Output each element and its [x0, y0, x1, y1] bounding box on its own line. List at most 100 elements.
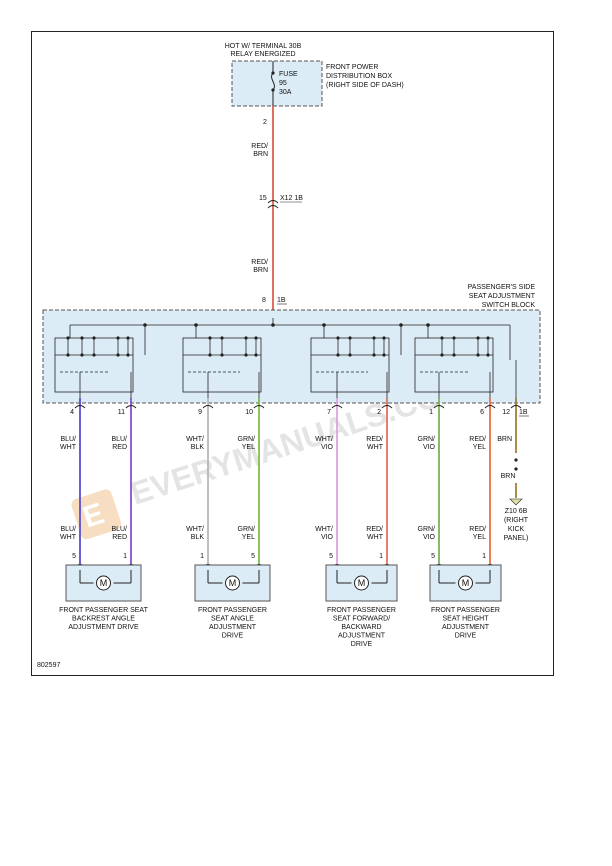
motor-label-0-l2: BACKREST ANGLE [72, 616, 135, 623]
wire-top-color-line1-5: RED/ [366, 436, 383, 443]
diagram-id: 802597 [37, 662, 60, 669]
wire-top-connector-7 [484, 405, 496, 409]
wire-top-color-line2-6: VIO [423, 444, 436, 451]
fuse-pin: 2 [263, 119, 267, 126]
wire-bottom-color-line2-4: VIO [321, 534, 334, 541]
inline-connector-name: X12 1B [280, 195, 303, 202]
fuse-symbol [271, 61, 275, 106]
feed-wire2-color-line2: BRN [253, 267, 268, 274]
motor-label-2-l5: DRIVE [351, 641, 373, 648]
inline-connector-pin: 15 [259, 195, 267, 202]
wire-bottom-color-line2-0: WHT [60, 534, 77, 541]
motor-icon-0 [96, 575, 111, 591]
switch-contacts [66, 323, 490, 357]
wire-bottom-color-line1-2: WHT/ [186, 526, 204, 533]
motor-label-2-l2: SEAT FORWARD/ [333, 616, 390, 623]
wire-top-color-line1-0: BLU/ [60, 436, 76, 443]
wire-top-connector-4 [331, 405, 343, 409]
hot-label-line2: RELAY ENERGIZED [230, 51, 295, 58]
wire-top-color-line1-3: GRN/ [238, 436, 256, 443]
switch-output-pin-2: 9 [198, 409, 202, 416]
wire-bottom-color-line1-4: WHT/ [315, 526, 333, 533]
ground-name: Z10 6B [505, 508, 528, 515]
motor-symbol-2: M [358, 578, 366, 588]
switch-output-pin-7: 6 [480, 409, 484, 416]
diagram-frame [31, 31, 554, 676]
wire-bottom-color-line2-7: YEL [473, 534, 486, 541]
wire-bottom-color-line2-3: YEL [242, 534, 255, 541]
motor-icon-3 [458, 575, 473, 591]
switch-input-pin: 8 [262, 297, 266, 304]
wire-top-connector-1 [125, 405, 137, 409]
ground-wire1-color: BRN [497, 436, 512, 443]
wire-top-color-line2-2: BLK [191, 444, 205, 451]
feed-wire1-color-line2: BRN [253, 151, 268, 158]
motor-label-3-l3: ADJUSTMENT [442, 624, 490, 631]
motor-label-3-l1: FRONT PASSENGER [431, 607, 500, 614]
inline-connector-x12 [267, 200, 279, 209]
motor-pin-b-0: 1 [123, 553, 127, 560]
wire-top-connector-5 [381, 405, 393, 409]
ground-wire2-color: BRN [501, 473, 516, 480]
wire-top-color-line2-7: YEL [473, 444, 486, 451]
ground-location-line1: (RIGHT [504, 517, 529, 524]
wire-top-color-line2-1: RED [112, 444, 127, 451]
wire-bottom-color-line1-5: RED/ [366, 526, 383, 533]
ground-location-line3: PANEL) [504, 535, 529, 542]
wire-top-color-line2-3: YEL [242, 444, 255, 451]
motor-symbol-3: M [462, 578, 470, 588]
motor-pin-b-2: 1 [379, 553, 383, 560]
wire-bottom-color-line1-7: RED/ [469, 526, 486, 533]
motor-label-2-l3: BACKWARD [341, 624, 381, 631]
wire-bottom-color-line1-1: BLU/ [111, 526, 127, 533]
wire-top-color-line1-4: WHT/ [315, 436, 333, 443]
motor-label-1-l3: ADJUSTMENT [209, 624, 257, 631]
wire-top-color-line2-4: VIO [321, 444, 334, 451]
motor-label-3-l4: DRIVE [455, 633, 477, 640]
ground-top-connector [510, 405, 522, 409]
fuse-box [231, 60, 323, 107]
ground-splice-1 [514, 458, 518, 462]
switch-output-pin-6: 1 [429, 409, 433, 416]
ground-splice-2 [514, 467, 518, 471]
wire-top-connector-3 [253, 405, 265, 409]
fuse-box-label-line1: FRONT POWER [326, 64, 378, 71]
fuse-name: FUSE [279, 71, 298, 78]
motor-icon-2 [354, 575, 369, 591]
motor-label-0-l3: ADJUSTMENT DRIVE [68, 624, 139, 631]
wire-top-color-line1-1: BLU/ [111, 436, 127, 443]
motor-symbol-1: M [229, 578, 237, 588]
switch-output-pin-5: 2 [377, 409, 381, 416]
motor-label-0-l1: FRONT PASSENGER SEAT [59, 607, 148, 614]
switch-block-label-line2: SEAT ADJUSTMENT [469, 293, 536, 300]
wire-bottom-color-line1-6: GRN/ [418, 526, 436, 533]
wire-top-color-line2-0: WHT [60, 444, 77, 451]
motor-pin-a-1: 1 [200, 553, 204, 560]
fuse-number: 95 [279, 80, 287, 87]
wire-top-color-line1-2: WHT/ [186, 436, 204, 443]
switch-block [42, 309, 541, 404]
motor-pin-b-3: 1 [482, 553, 486, 560]
motor-label-1-l4: DRIVE [222, 633, 244, 640]
switch-output-pin-8: 12 [502, 409, 510, 416]
motor-symbol-0: M [100, 578, 108, 588]
feed-wire1-color-line1: RED/ [251, 143, 268, 150]
motor-pin-a-2: 5 [329, 553, 333, 560]
switch-output-pin-1: 11 [118, 409, 125, 416]
motor-icon-1 [225, 575, 240, 591]
switch-block-label-line3: SWITCH BLOCK [482, 302, 536, 309]
motor-pin-a-0: 5 [72, 553, 76, 560]
wire-top-connector-6 [433, 405, 445, 409]
motor-label-2-l1: FRONT PASSENGER [327, 607, 396, 614]
wire-bottom-color-line1-0: BLU/ [60, 526, 76, 533]
switch-output-pin-4: 7 [327, 409, 331, 416]
fuse-box-label-line2: DISTRIBUTION BOX [326, 73, 392, 80]
wire-top-connector-2 [202, 405, 214, 409]
wire-top-color-line1-6: GRN/ [418, 436, 436, 443]
wire-top-color-line1-7: RED/ [469, 436, 486, 443]
wire-bottom-color-line1-3: GRN/ [238, 526, 256, 533]
wire-bottom-color-line2-5: WHT [367, 534, 384, 541]
fuse-rating: 30A [279, 89, 292, 96]
ground-icon [509, 498, 523, 506]
